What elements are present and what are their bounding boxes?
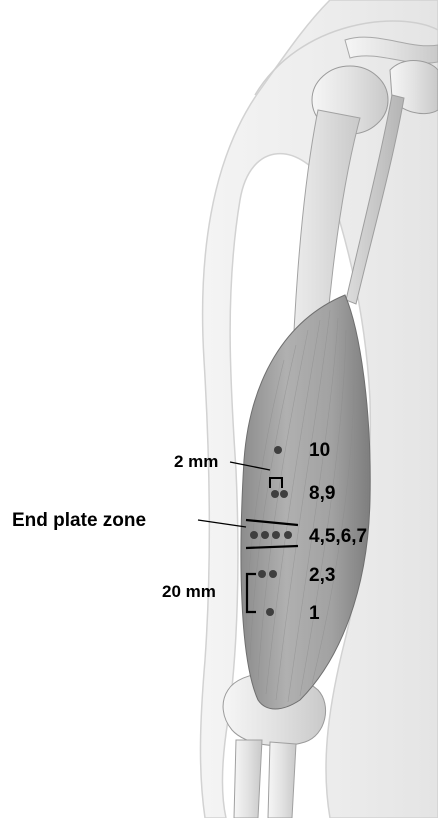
label-end-plate-zone: End plate zone: [12, 511, 146, 530]
electrode-8: [271, 490, 279, 498]
label-electrode-1: 1: [309, 604, 320, 623]
label-electrodes-4-7: 4,5,6,7: [309, 527, 367, 546]
label-small-spacing: 2 mm: [174, 453, 218, 470]
radius-bone: [234, 740, 262, 818]
electrode-2: [258, 570, 266, 578]
ulna-bone: [268, 742, 296, 818]
electrode-6: [272, 531, 280, 539]
label-electrodes-2-3: 2,3: [309, 566, 335, 585]
label-large-spacing: 20 mm: [162, 583, 216, 600]
label-electrodes-8-9: 8,9: [309, 484, 335, 503]
electrode-10: [274, 446, 282, 454]
label-electrode-10: 10: [309, 441, 330, 460]
electrode-7: [284, 531, 292, 539]
electrode-3: [269, 570, 277, 578]
electrode-1: [266, 608, 274, 616]
electrode-9: [280, 490, 288, 498]
electrode-4: [250, 531, 258, 539]
electrode-5: [261, 531, 269, 539]
